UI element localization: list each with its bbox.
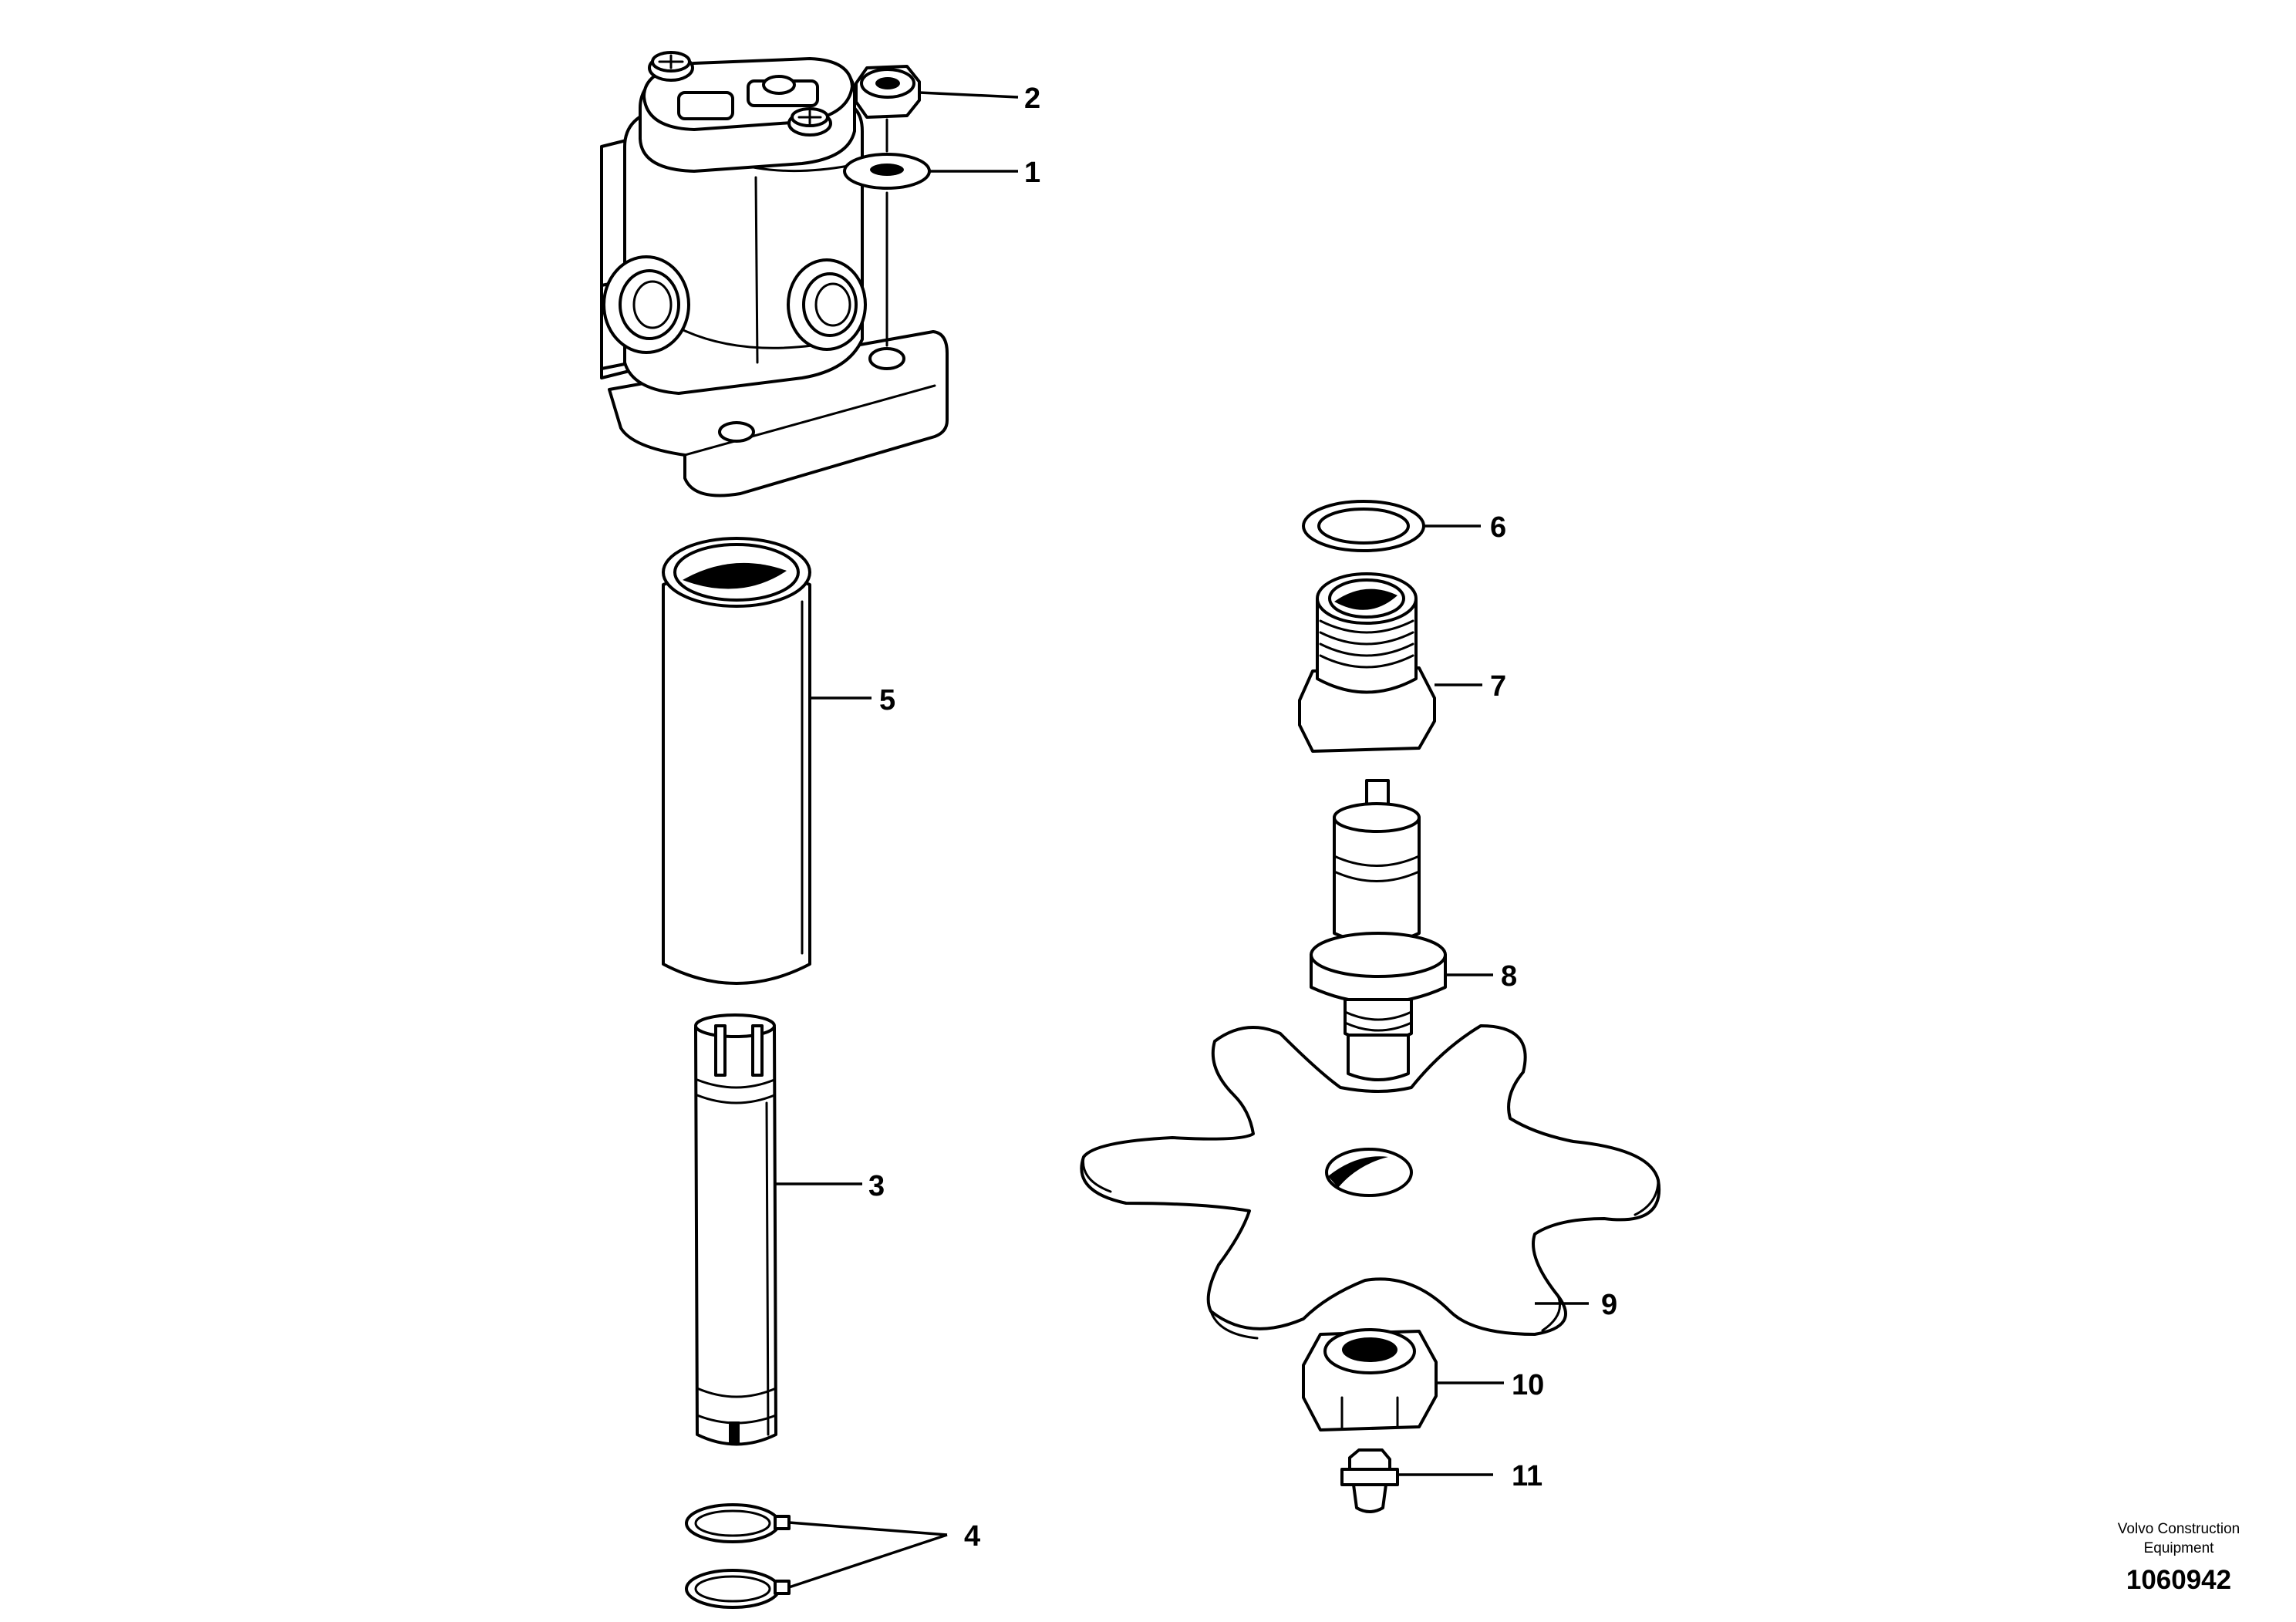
callout-7: 7 xyxy=(1490,670,1506,703)
callout-8: 8 xyxy=(1501,960,1517,993)
item-3-shaft xyxy=(694,1013,777,1446)
callout-1: 1 xyxy=(1024,157,1040,189)
callout-6: 6 xyxy=(1490,511,1506,544)
item-10-nut xyxy=(1302,1328,1438,1431)
credit-block: Volvo Construction Equipment 1060942 xyxy=(2118,1521,2240,1595)
item-8-stem xyxy=(1310,779,1447,1081)
item-1-washer xyxy=(843,153,931,190)
credit-line-2: Equipment xyxy=(2144,1540,2215,1556)
callout-5: 5 xyxy=(879,684,895,717)
callout-11: 11 xyxy=(1512,1460,1542,1492)
item-4-snap-ring-lower xyxy=(685,1569,791,1609)
item-6-washer xyxy=(1302,500,1425,552)
item-5-sleeve xyxy=(662,537,811,985)
credit-line-1: Volvo Construction xyxy=(2118,1521,2240,1537)
document-number: 1060942 xyxy=(2126,1565,2231,1595)
callout-3: 3 xyxy=(868,1170,885,1202)
item-11-grease-nipple xyxy=(1340,1448,1399,1513)
leader-4a xyxy=(788,1521,948,1536)
item-2-nut xyxy=(855,65,921,119)
valve-body xyxy=(600,51,949,497)
item-7-threaded-plug xyxy=(1298,572,1436,753)
callout-10: 10 xyxy=(1512,1369,1544,1401)
callout-numbers: 2 1 5 3 4 6 7 8 9 10 11 xyxy=(868,83,1617,1553)
callout-9: 9 xyxy=(1601,1289,1617,1321)
leader-2 xyxy=(919,91,1019,99)
leader-lines xyxy=(776,91,1589,1589)
item-9-star-handle xyxy=(1080,1024,1661,1340)
callout-2: 2 xyxy=(1024,83,1040,115)
leader-4b xyxy=(788,1533,948,1589)
callout-4: 4 xyxy=(964,1520,980,1553)
item-4-snap-ring-upper xyxy=(685,1503,791,1543)
